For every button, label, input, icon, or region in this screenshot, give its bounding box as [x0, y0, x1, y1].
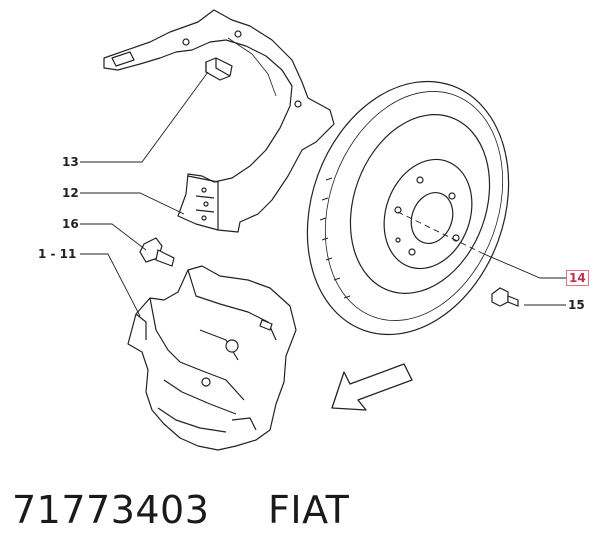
- caliper-bolt: [139, 237, 175, 267]
- leader-13: [80, 71, 209, 163]
- leader-lines: [80, 71, 566, 317]
- leader-1-11: [80, 253, 141, 317]
- leader-14-axis: [397, 211, 485, 255]
- callout-16: 16: [62, 217, 79, 231]
- direction-arrow: [331, 363, 413, 411]
- leader-16: [80, 223, 147, 251]
- part-number: 71773403: [12, 488, 210, 532]
- bleed-screw: [491, 287, 519, 307]
- callout-14-highlighted: 14: [566, 270, 589, 286]
- leader-14: [483, 253, 566, 279]
- leader-12: [80, 192, 185, 215]
- shield-bolt: [205, 57, 233, 81]
- callout-12: 12: [62, 186, 79, 200]
- brake-disc: [306, 80, 510, 336]
- callout-15: 15: [568, 298, 585, 312]
- brake-caliper: [127, 265, 297, 451]
- dust-shield: [103, 9, 335, 233]
- callout-1-11: 1 - 11: [38, 247, 77, 261]
- callout-13: 13: [62, 155, 79, 169]
- brand-name: FIAT: [268, 488, 350, 532]
- part-caption: 71773403 FIAT: [12, 488, 349, 532]
